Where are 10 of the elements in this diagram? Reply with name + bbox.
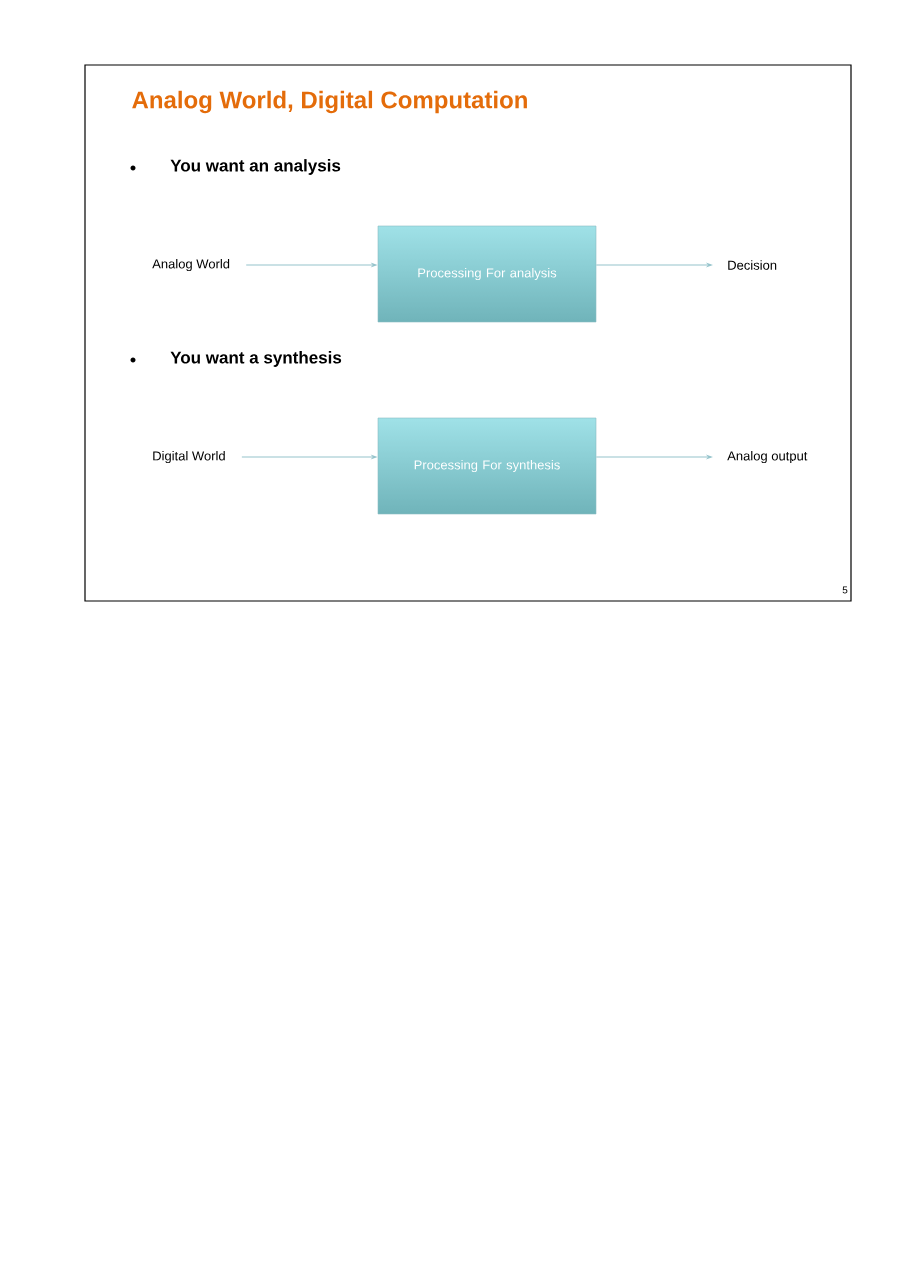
process-box: Processing For synthesis: [377, 417, 597, 515]
bullet-point: You want a synthesis: [170, 351, 342, 367]
node-text: Decision: [728, 260, 777, 270]
node-text: Analog output: [727, 450, 808, 464]
slide-title: Analog World, Digital Computation: [132, 90, 527, 114]
node-text: Analog World: [152, 258, 230, 272]
process-box: Processing For analysis: [377, 225, 597, 323]
node-text: Digital World: [153, 450, 225, 464]
bullet-point: You want an analysis: [170, 159, 341, 175]
page-number: 5: [842, 586, 848, 594]
